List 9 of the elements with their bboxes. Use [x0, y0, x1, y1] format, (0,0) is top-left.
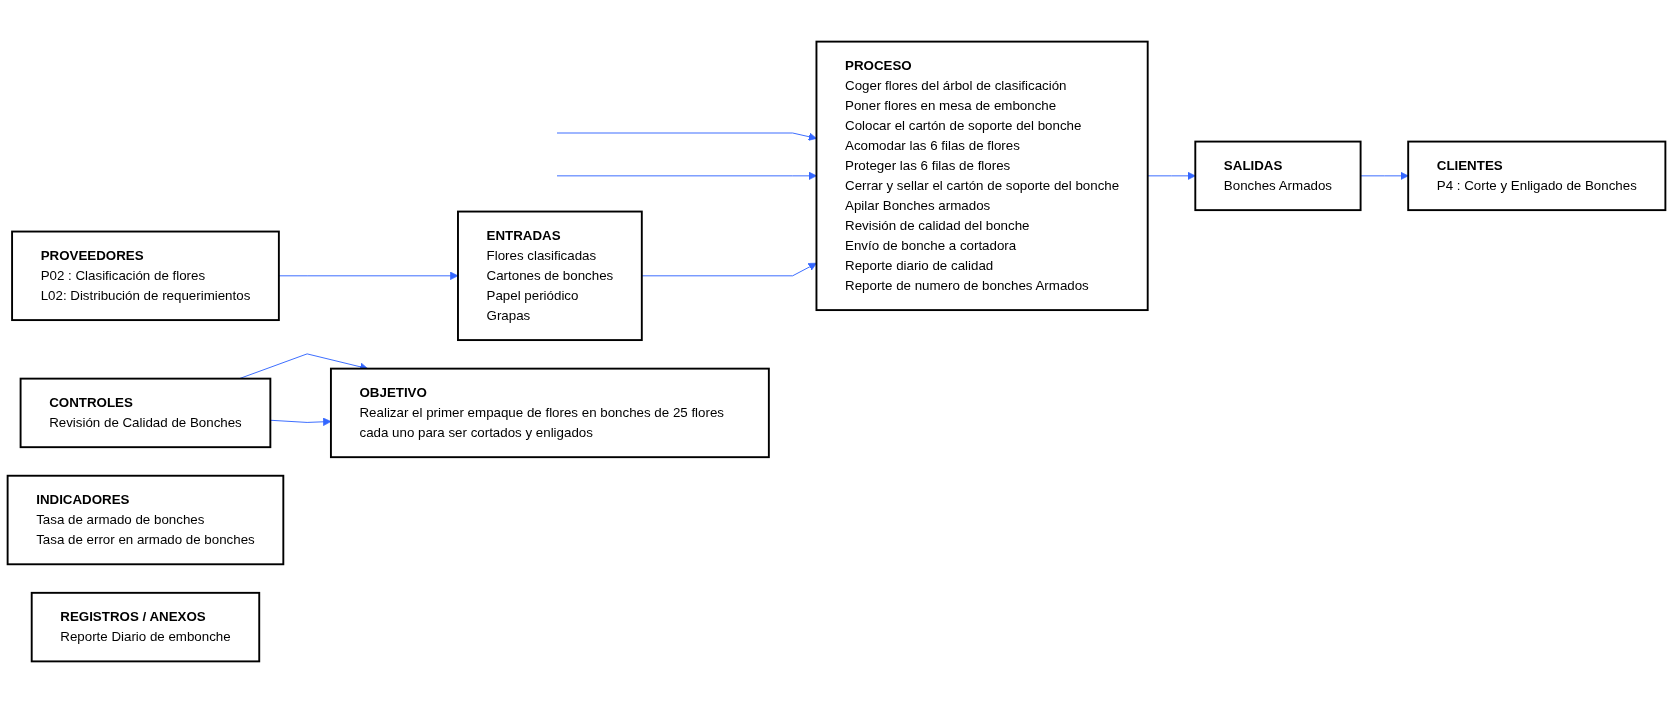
node-box: REGISTROS / ANEXOS Reporte Diario de embonche — [30, 591, 261, 662]
node-box: SALIDAS Bonches Armados — [1194, 140, 1362, 211]
node-box: ENTRADAS Flores clasificadas Cartones de bonches Papel periódico Grapas — [457, 210, 643, 341]
node-box: PROCESO Coger flores del árbol de clasificación Poner flores en mesa de embonche Colocar el cartón de soporte del bonche Acomodar las 6 filas de flores Proteger las 6 filas de flores Cerrar y sellar el cartón de soporte del bonche Apilar Bonches armados Revisión de calidad del bonche Envío de bonche a cortadora Reporte diario de calidad Reporte de numero de bonches Armados — [815, 40, 1149, 311]
node-box: INDICADORES Tasa de armado de bonches Tasa de error en armado de bonches — [6, 474, 285, 565]
node-box: OBJETIVO Realizar el primer empaque de flores en bonches de 25 flores cada uno para ser cortados y enligados — [329, 367, 770, 458]
node-box: PROVEEDORES P02 : Clasificación de flores L02: Distribución de requerimientos — [11, 230, 280, 321]
node-box: CLIENTES P4 : Corte y Enligado de Bonches — [1407, 140, 1667, 211]
node-box: CONTROLES Revisión de Calidad de Bonches — [19, 377, 272, 448]
